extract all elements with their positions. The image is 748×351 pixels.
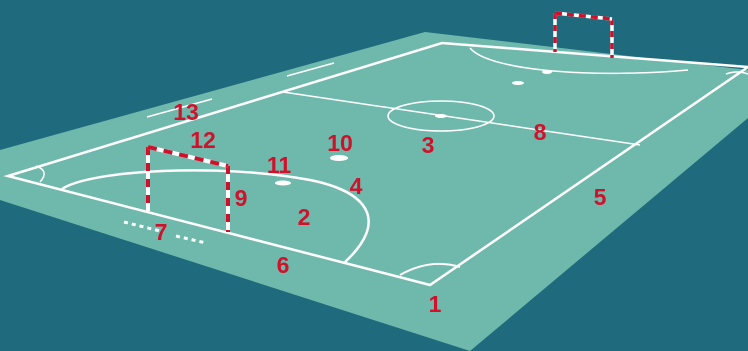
centre-spot [435,114,447,118]
label-11: 11 [267,152,292,178]
label-2: 2 [298,204,311,230]
far-penalty-spot [542,70,552,74]
label-4: 4 [350,173,363,199]
label-3: 3 [422,132,435,158]
label-7: 7 [155,219,168,245]
label-10: 10 [327,130,353,156]
label-13: 13 [173,99,199,125]
label-8: 8 [534,119,547,145]
penalty-spot [275,181,291,186]
label-5: 5 [594,184,607,210]
label-9: 9 [235,185,248,211]
label-12: 12 [190,127,216,153]
label-6: 6 [277,252,290,278]
far-second-penalty-spot [512,81,524,85]
label-1: 1 [429,291,442,317]
